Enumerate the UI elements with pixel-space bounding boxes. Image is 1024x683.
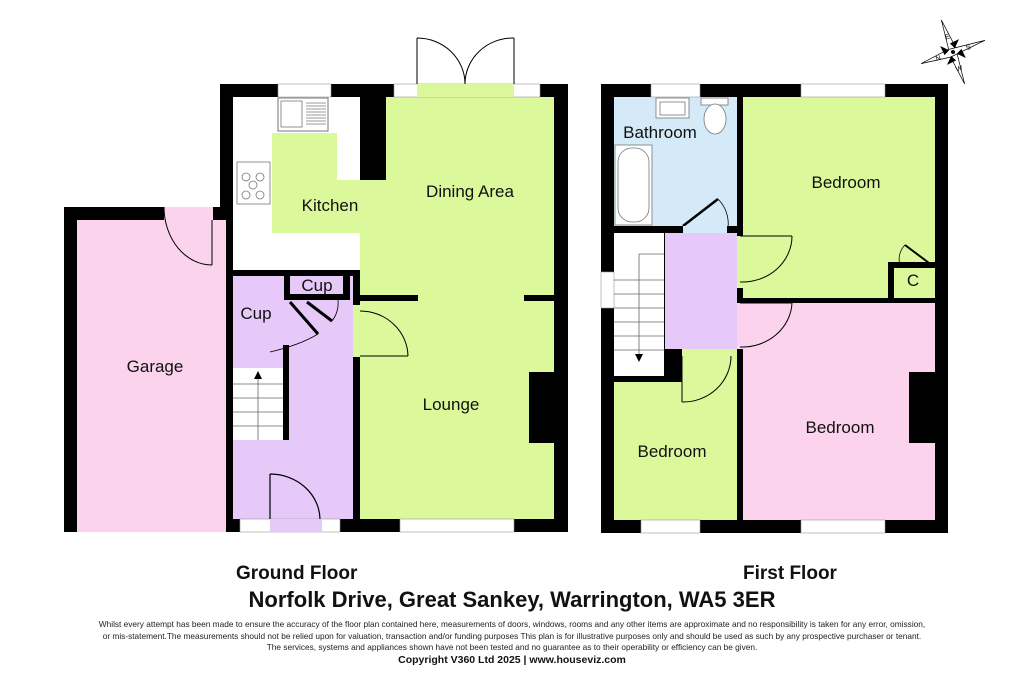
compass-letter: S: [965, 44, 972, 52]
bedroom-bottom-left-door-swing: [681, 355, 732, 403]
label-garage: Garage: [127, 357, 184, 376]
garage-front-opening: [95, 519, 210, 532]
cup-door-swing: [269, 299, 339, 353]
sink-icon: [277, 97, 329, 132]
patio-door-swing: [416, 37, 515, 85]
bedroom-top-door-swing: [739, 235, 793, 283]
lounge-window: [399, 518, 515, 533]
wall-hall-lounge: [353, 270, 360, 519]
garage-door-opening: [164, 207, 213, 220]
bathroom-door-swing: [717, 198, 729, 229]
room-cupboard: [894, 268, 935, 298]
ground-floor-title: Ground Floor: [236, 563, 358, 584]
cupboard-door-swing: [898, 244, 906, 266]
cupboard-door: [904, 244, 930, 264]
hob-icon: [236, 161, 271, 205]
sink-bowl: [280, 100, 303, 128]
bedroom-bottom-right-door-opening: [737, 303, 743, 349]
label-bedroom-bottom-right: Bedroom: [806, 418, 875, 437]
ground-floor-plan: Garage Kitchen Dining Area Lounge Cup Cu…: [64, 37, 568, 533]
bedroom-bottom-left-window: [640, 519, 701, 534]
kitchen-window: [277, 83, 332, 98]
bathroom-window: [650, 83, 701, 98]
drainer-icon: [306, 102, 326, 125]
lounge-divider-left: [360, 295, 418, 301]
label-cupboard: C: [907, 271, 919, 290]
label-cup-hall: Cup: [240, 304, 271, 323]
lounge-divider-right: [524, 295, 554, 301]
bedroom-top-window: [800, 83, 886, 98]
room-garage: [77, 220, 226, 532]
first-floor-title: First Floor: [743, 563, 837, 584]
room-bedroom-bottom-left: [614, 382, 737, 520]
first-floor-plan: Bathroom Bedroom Bedroom Bedroom C: [600, 83, 948, 534]
label-cup-small: Cup: [301, 276, 332, 295]
room-landing: [665, 233, 737, 349]
disclaimer: Whilst every attempt has been made to en…: [60, 619, 964, 654]
cup-doors: [288, 300, 333, 335]
room-kitchen-dining: [272, 97, 554, 519]
label-bathroom: Bathroom: [623, 123, 697, 142]
compass-letter: E: [944, 33, 951, 41]
lounge-door-swing: [359, 310, 409, 357]
toilet-icon: [700, 97, 729, 135]
disclaimer-line: The services, systems and appliances sho…: [266, 642, 758, 652]
stair-treads: [233, 375, 283, 440]
bathroom-door: [682, 198, 719, 227]
bedroom-bottom-right-window: [800, 519, 886, 534]
lounge-chimney: [529, 372, 554, 443]
property-address: Norfolk Drive, Great Sankey, Warrington,…: [248, 587, 776, 612]
room-cup-small: [290, 276, 343, 294]
stairs-up-arrow-icon: [254, 371, 262, 379]
stairs-down-arrow-icon: [635, 354, 643, 362]
garage-door-swing: [163, 206, 213, 266]
bedroom-bottom-right-door-swing: [739, 302, 793, 348]
room-bedroom-bottom-right: [743, 303, 935, 520]
label-bedroom-bottom-left: Bedroom: [638, 442, 707, 461]
lounge-door-opening: [353, 305, 360, 357]
label-bedroom-top-right: Bedroom: [812, 173, 881, 192]
wall-kitchen-hall: [233, 270, 360, 276]
bath-icon: [614, 144, 653, 226]
compass-letter: W: [955, 65, 964, 74]
stairs-window: [600, 271, 615, 309]
front-door-threshold: [270, 519, 322, 532]
front-door-swing: [269, 473, 321, 520]
disclaimer-line: Whilst every attempt has been made to en…: [98, 619, 926, 629]
bedroom-chimney: [909, 372, 935, 443]
bedroom-top-door-opening: [737, 236, 743, 288]
label-dining-area: Dining Area: [426, 182, 514, 201]
patio-threshold: [417, 84, 514, 97]
disclaimer-line: or mis-statement.The measurements should…: [102, 630, 922, 641]
basin-icon: [655, 97, 690, 119]
copyright: Copyright V360 Ltd 2025 | www.houseviz.c…: [398, 654, 626, 666]
bathroom-door-opening: [683, 226, 727, 233]
stairs-wall: [283, 345, 289, 440]
label-lounge: Lounge: [423, 395, 480, 414]
first-floor-stair-treads: [614, 253, 664, 356]
compass-icon: E S W N: [920, 19, 986, 85]
bedroom-bottom-left-entry: [682, 349, 737, 382]
label-kitchen: Kitchen: [302, 196, 359, 215]
compass-letter: N: [935, 55, 942, 63]
